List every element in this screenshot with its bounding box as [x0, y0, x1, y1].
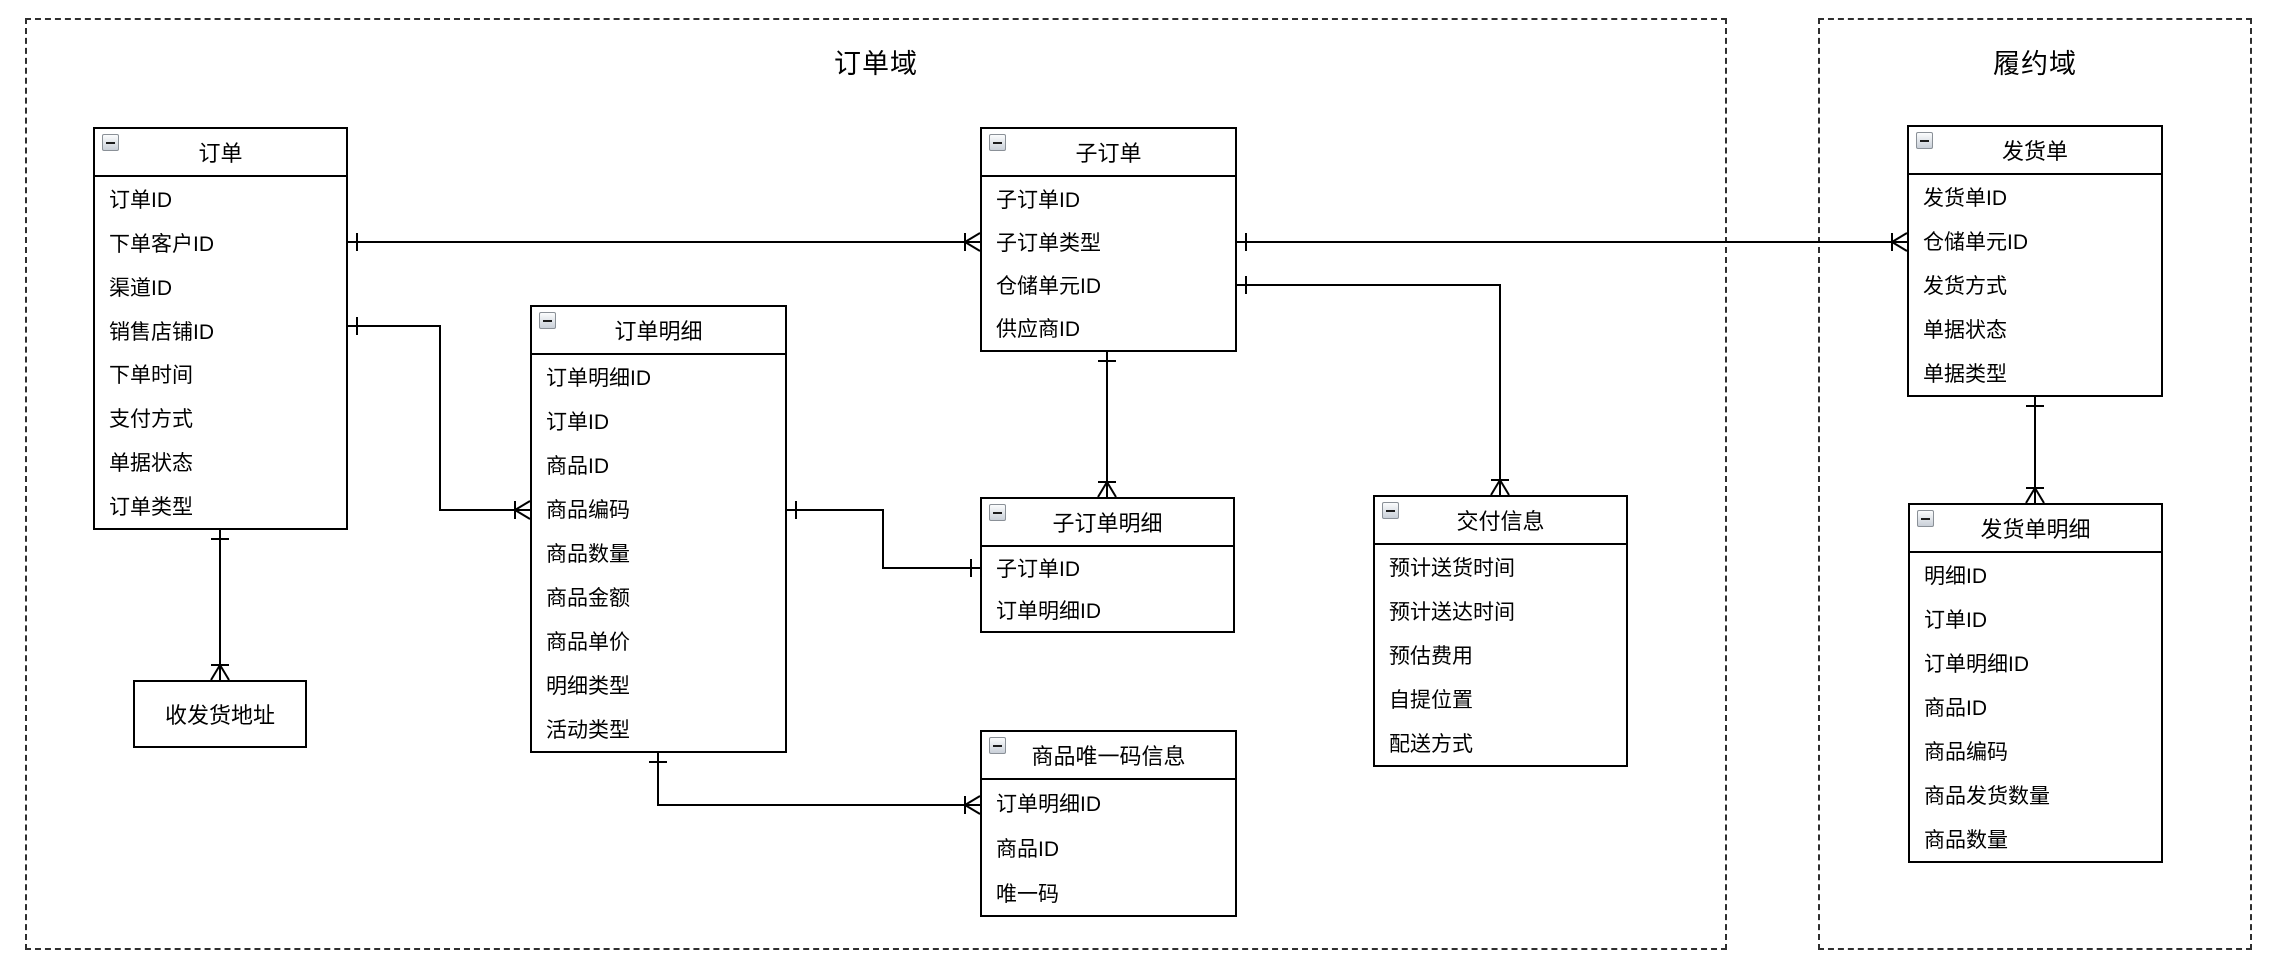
- entity-field[interactable]: 商品ID: [996, 837, 1059, 861]
- entity-field[interactable]: 销售店铺ID: [109, 320, 214, 344]
- entity-title: 商品唯一码信息: [1031, 744, 1186, 769]
- entity-field[interactable]: 订单ID: [1924, 609, 1987, 632]
- entity-title: 发货单明细: [1980, 517, 2091, 542]
- entity-title: 子订单: [1075, 141, 1142, 166]
- entity-fields: 预计送货时间预计送达时间预估费用自提位置配送方式: [1375, 545, 1626, 765]
- entity-order-line[interactable]: 订单明细订单明细ID 订单ID 商品ID 商品编码商品数量商品金额商品单价明细类型活动…: [530, 305, 787, 753]
- entity-field[interactable]: 商品编码: [546, 499, 630, 522]
- entity-field[interactable]: 单据类型: [1923, 363, 2007, 386]
- entity-field[interactable]: 订单明细ID: [996, 792, 1101, 816]
- entity-field[interactable]: 自提位置: [1389, 689, 1473, 712]
- collapse-minus-icon[interactable]: [989, 134, 1006, 151]
- entity-header-sub-order: 子订单: [982, 129, 1235, 177]
- entity-field[interactable]: 仓储单元ID: [996, 275, 1101, 299]
- entity-sub-order-line[interactable]: 子订单明细子订单ID 订单明细ID: [980, 497, 1235, 633]
- entity-field[interactable]: 下单客户ID: [109, 232, 214, 256]
- entity-field[interactable]: 明细类型: [546, 675, 630, 698]
- entity-field[interactable]: 供应商ID: [996, 318, 1080, 342]
- minus-glyph: [993, 511, 1002, 514]
- entity-field[interactable]: 仓储单元ID: [1923, 231, 2028, 254]
- entity-field[interactable]: 子订单ID: [996, 188, 1080, 212]
- entity-field[interactable]: 预计送达时间: [1389, 601, 1515, 624]
- entity-header-product-unique-code: 商品唯一码信息: [982, 732, 1235, 780]
- domain-fulfillment-domain[interactable]: 履约域: [1818, 18, 2252, 950]
- entity-field[interactable]: 发货方式: [1923, 275, 2007, 298]
- minus-glyph: [1386, 509, 1395, 512]
- minus-glyph: [993, 141, 1002, 144]
- collapse-minus-icon[interactable]: [1916, 132, 1933, 149]
- entity-field[interactable]: 预计送货时间: [1389, 557, 1515, 580]
- entity-field[interactable]: 订单ID: [546, 411, 609, 434]
- entity-title: 订单明细: [614, 319, 703, 344]
- entity-order[interactable]: 订单订单ID 下单客户ID 渠道ID 销售店铺ID 下单时间支付方式单据状态订单类型: [93, 127, 348, 530]
- entity-field[interactable]: 商品数量: [546, 543, 630, 566]
- entity-field[interactable]: 订单明细ID: [1924, 653, 2029, 676]
- entity-field[interactable]: 预估费用: [1389, 645, 1473, 668]
- entity-header-order: 订单: [95, 129, 346, 177]
- entity-field[interactable]: 商品单价: [546, 631, 630, 654]
- collapse-minus-icon[interactable]: [102, 134, 119, 151]
- collapse-minus-icon[interactable]: [989, 737, 1006, 754]
- minus-glyph: [106, 141, 115, 144]
- minus-glyph: [1921, 517, 1930, 520]
- entity-header-order-line: 订单明细: [532, 307, 785, 355]
- entity-fields: 明细ID 订单ID 订单明细ID 商品ID 商品编码商品发货数量商品数量: [1910, 553, 2161, 861]
- entity-header-shipment-line: 发货单明细: [1910, 505, 2161, 553]
- collapse-minus-icon[interactable]: [989, 504, 1006, 521]
- entity-title: 交付信息: [1456, 509, 1545, 534]
- entity-product-unique-code[interactable]: 商品唯一码信息订单明细ID 商品ID 唯一码: [980, 730, 1237, 917]
- entity-delivery-info[interactable]: 交付信息预计送货时间预计送达时间预估费用自提位置配送方式: [1373, 495, 1628, 767]
- entity-field[interactable]: 商品编码: [1924, 741, 2008, 764]
- entity-title: 发货单: [2001, 139, 2068, 164]
- entity-field[interactable]: 商品发货数量: [1924, 785, 2050, 808]
- entity-field[interactable]: 活动类型: [546, 719, 630, 742]
- minus-glyph: [1920, 139, 1929, 142]
- entity-field[interactable]: 单据状态: [1923, 319, 2007, 342]
- entity-field[interactable]: 单据状态: [109, 452, 193, 476]
- minus-glyph: [543, 319, 552, 322]
- entity-fields: 订单ID 下单客户ID 渠道ID 销售店铺ID 下单时间支付方式单据状态订单类型: [95, 177, 346, 528]
- collapse-minus-icon[interactable]: [539, 312, 556, 329]
- entity-field[interactable]: 商品数量: [1924, 829, 2008, 852]
- domain-label-order-domain: 订单域: [834, 49, 918, 79]
- entity-shipment-line[interactable]: 发货单明细明细ID 订单ID 订单明细ID 商品ID 商品编码商品发货数量商品数量: [1908, 503, 2163, 863]
- entity-field[interactable]: 支付方式: [109, 408, 193, 432]
- entity-fields: 子订单ID 子订单类型仓储单元ID 供应商ID: [982, 177, 1235, 350]
- entity-header-delivery-info: 交付信息: [1375, 497, 1626, 545]
- entity-fields: 子订单ID 订单明细ID: [982, 547, 1233, 631]
- entity-field[interactable]: 商品金额: [546, 587, 630, 610]
- entity-sub-order[interactable]: 子订单子订单ID 子订单类型仓储单元ID 供应商ID: [980, 127, 1237, 352]
- entity-field[interactable]: 商品ID: [546, 455, 609, 478]
- entity-field[interactable]: 发货单ID: [1923, 187, 2007, 210]
- entity-field[interactable]: 订单ID: [109, 188, 172, 212]
- domain-order-domain[interactable]: 订单域: [25, 18, 1727, 950]
- entity-header-sub-order-line: 子订单明细: [982, 499, 1233, 547]
- entity-field[interactable]: 子订单ID: [996, 558, 1080, 581]
- entity-fields: 订单明细ID 订单ID 商品ID 商品编码商品数量商品金额商品单价明细类型活动类型: [532, 355, 785, 751]
- entity-field[interactable]: 唯一码: [996, 882, 1059, 906]
- entity-field[interactable]: 下单时间: [109, 364, 193, 388]
- entity-header-shipment: 发货单: [1909, 127, 2161, 175]
- collapse-minus-icon[interactable]: [1382, 502, 1399, 519]
- entity-field[interactable]: 商品ID: [1924, 697, 1987, 720]
- entity-field[interactable]: 子订单类型: [996, 231, 1101, 255]
- collapse-minus-icon[interactable]: [1917, 510, 1934, 527]
- entity-fields: 订单明细ID 商品ID 唯一码: [982, 780, 1235, 915]
- entity-title: 子订单明细: [1052, 511, 1163, 536]
- domain-label-fulfillment-domain: 履约域: [1993, 49, 2077, 79]
- entity-field[interactable]: 配送方式: [1389, 733, 1473, 756]
- entity-fields: 发货单ID 仓储单元ID 发货方式单据状态单据类型: [1909, 175, 2161, 395]
- entity-field[interactable]: 订单类型: [109, 496, 193, 520]
- entity-title: 订单: [198, 141, 243, 166]
- entity-field[interactable]: 明细ID: [1924, 565, 1987, 588]
- entity-shipping-address[interactable]: 收发货地址: [133, 680, 307, 748]
- entity-shipment[interactable]: 发货单发货单ID 仓储单元ID 发货方式单据状态单据类型: [1907, 125, 2163, 397]
- entity-field[interactable]: 订单明细ID: [546, 367, 651, 390]
- minus-glyph: [993, 744, 1002, 747]
- entity-field[interactable]: 订单明细ID: [996, 600, 1101, 623]
- entity-field[interactable]: 渠道ID: [109, 276, 172, 300]
